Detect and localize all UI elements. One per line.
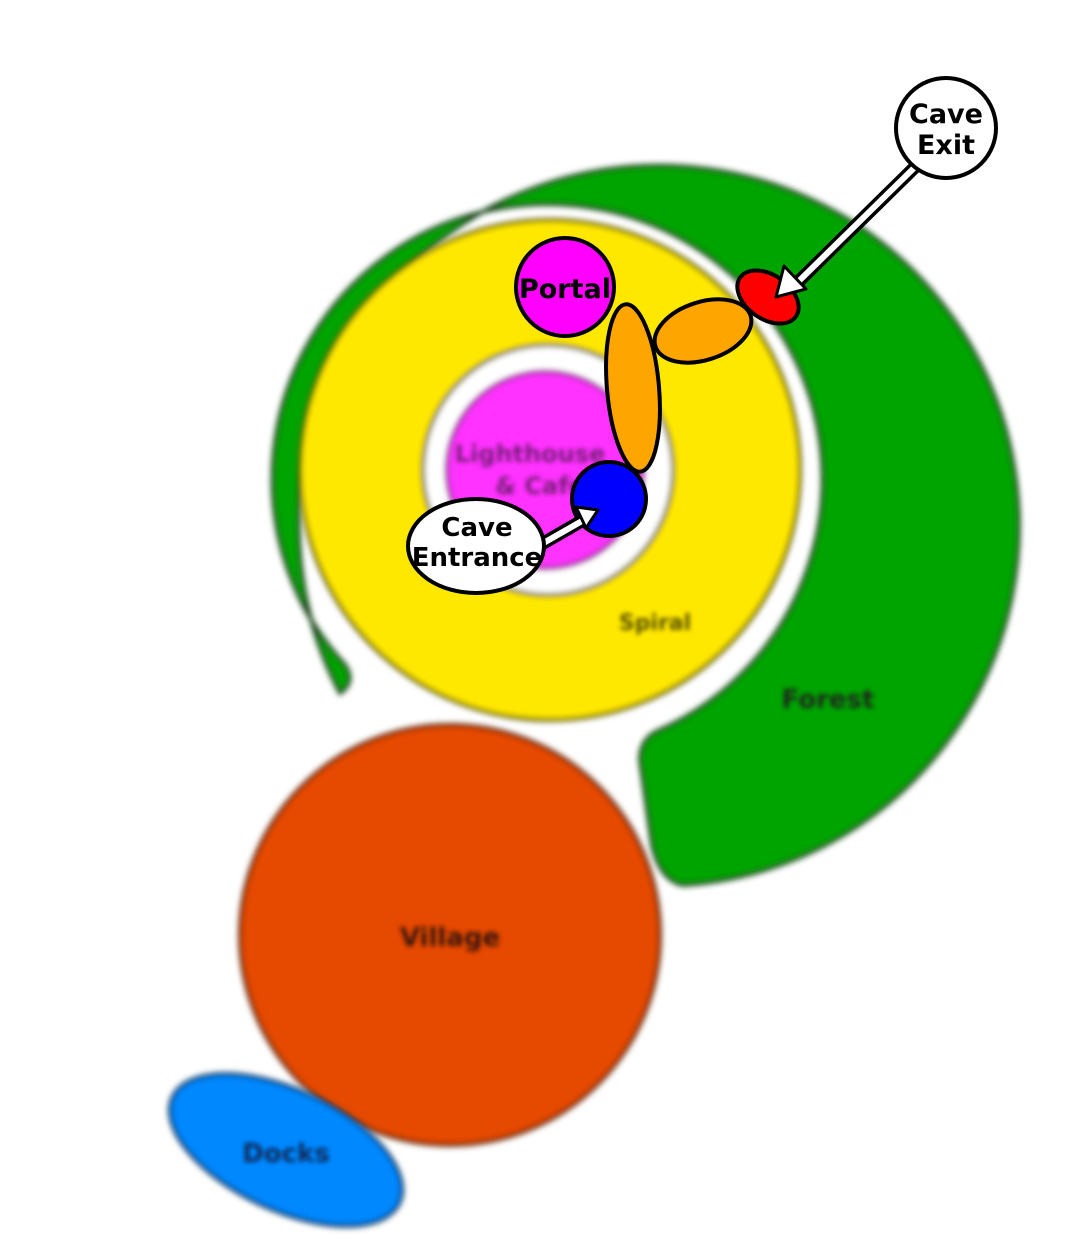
cave-entrance-callout-line1: Cave [441,513,512,543]
cave-entrance-callout [406,497,546,595]
cave-exit-callout-line2: Exit [917,130,975,161]
village-zone[interactable] [238,723,662,1147]
portal-marker[interactable] [514,236,616,338]
village-label: Village [400,923,500,953]
cave-path-segment-lower [604,302,662,474]
cave-exit-arrow [774,160,922,299]
docks-label: Docks [242,1139,330,1169]
cave-path-segment-upper [652,297,754,365]
cave-entrance-arrow [533,505,600,552]
cave-exit-callout [894,76,998,180]
forest-zone[interactable] [270,163,1021,888]
forest-label: Forest [782,685,875,715]
spiral-label: Spiral [619,611,691,636]
lighthouse-cafe-label-line1: Lighthouse [455,440,605,468]
cave-exit-callout-line1: Cave [909,99,983,130]
lighthouse-cafe-label-line2: & Cafe [495,472,585,500]
docks-zone[interactable] [147,1043,424,1250]
cave-entrance-callout-line2: Entrance [412,543,543,573]
portal-label: Portal [519,274,611,305]
